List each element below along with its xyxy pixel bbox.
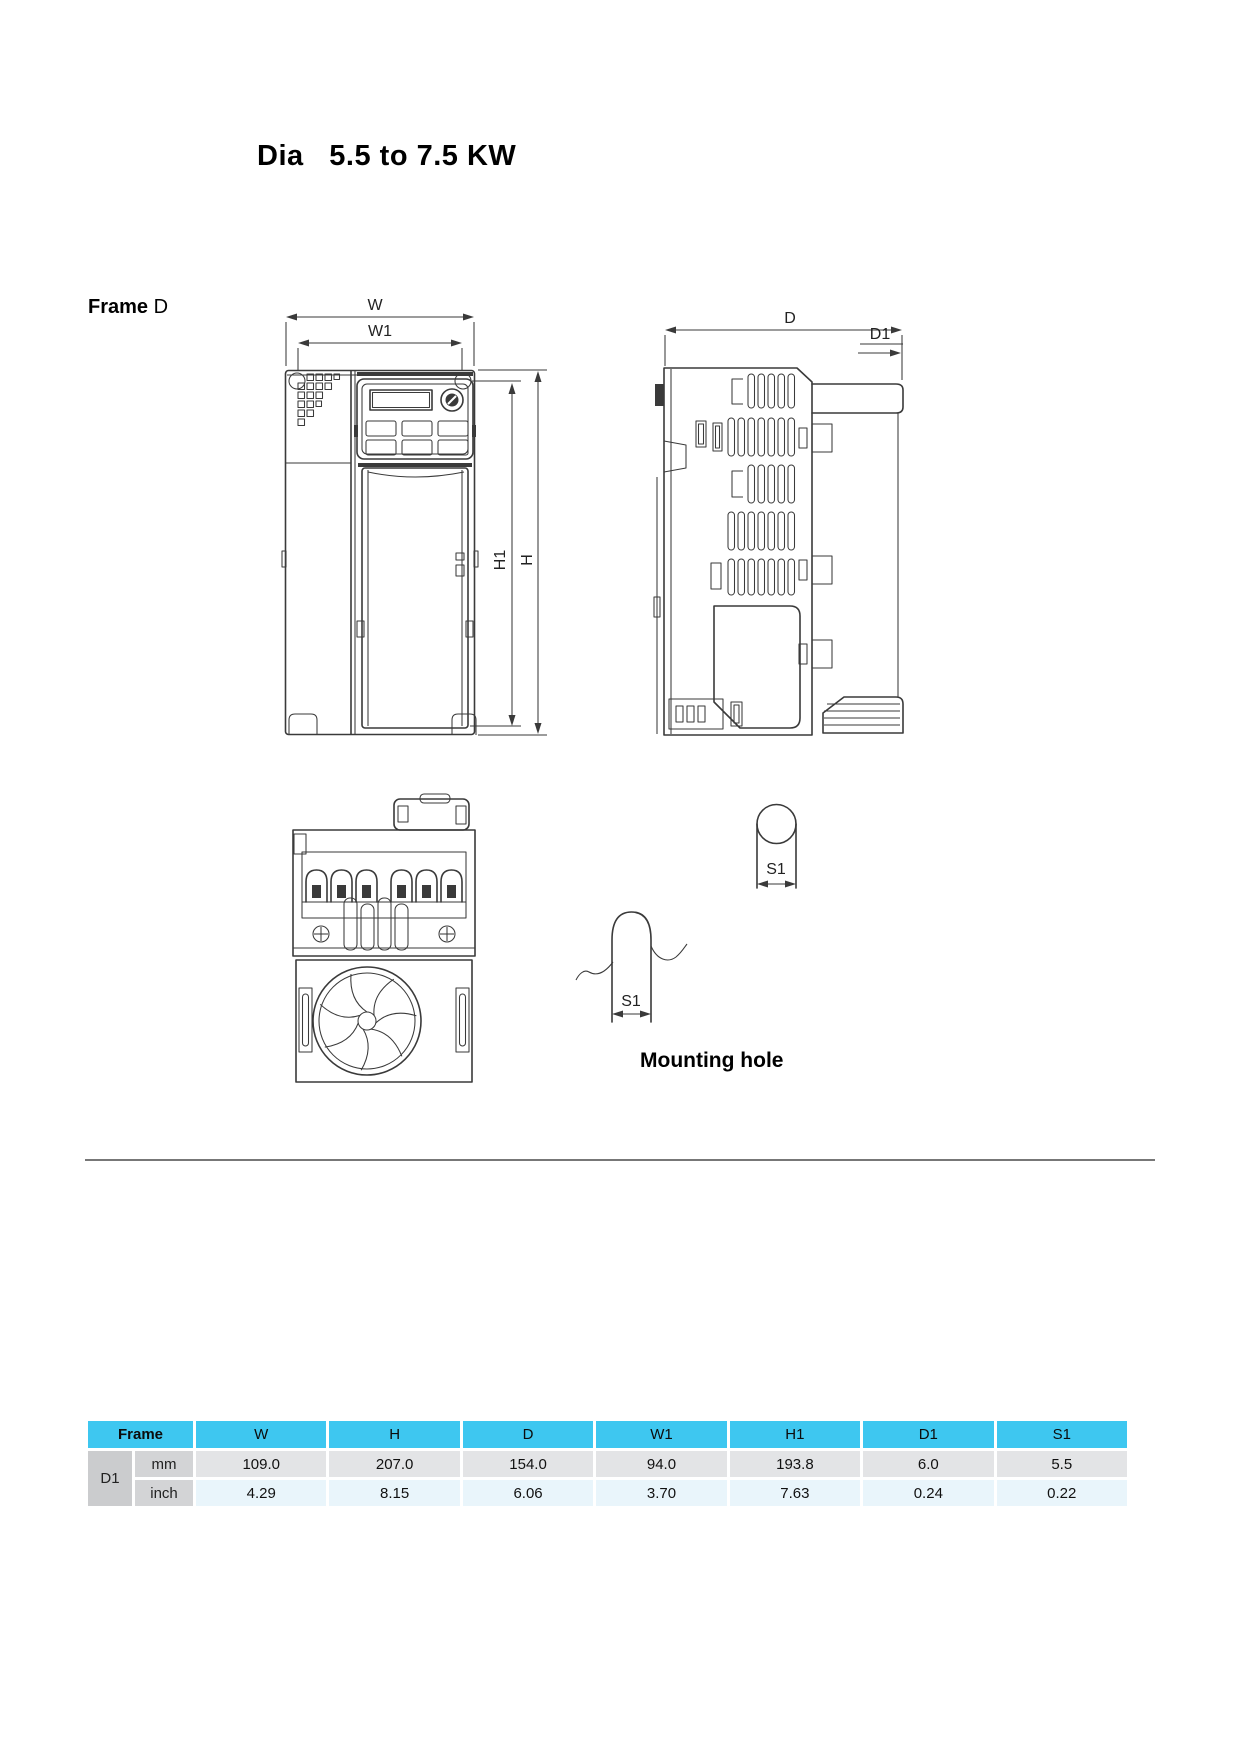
table-header-w: W <box>196 1421 327 1448</box>
dim-label-w1: W1 <box>368 323 392 340</box>
dim-label-w: W <box>367 297 383 314</box>
dim-label-s1-slot: S1 <box>621 993 641 1010</box>
keypad-display <box>369 389 433 411</box>
dim-label-h1: H1 <box>492 550 509 571</box>
ground-screws <box>312 925 456 943</box>
dimensions-table: Frame W H D W1 H1 D1 S1 D1 mm 109.0 207.… <box>85 1418 1130 1509</box>
table-header-h: H <box>329 1421 460 1448</box>
value-mm-d: 154.0 <box>462 1451 594 1477</box>
value-mm-w1: 94.0 <box>596 1451 727 1477</box>
technical-drawings: W W1 <box>85 297 1155 1161</box>
keypad-buttons <box>365 420 469 456</box>
foot-left <box>288 713 318 735</box>
value-mm-d1: 6.0 <box>863 1451 994 1477</box>
value-inch-w1: 3.70 <box>596 1480 727 1506</box>
mounting-hole-top-left <box>288 372 306 390</box>
value-inch-d: 6.06 <box>462 1480 594 1506</box>
table-header-w1: W1 <box>596 1421 727 1448</box>
table-header-s1: S1 <box>996 1421 1127 1448</box>
value-inch-h: 8.15 <box>329 1480 460 1506</box>
value-inch-w: 4.29 <box>196 1480 327 1506</box>
side-bottom-details <box>668 698 743 730</box>
value-inch-s1: 0.22 <box>996 1480 1127 1506</box>
foot-right <box>451 713 477 735</box>
value-mm-h: 207.0 <box>329 1451 460 1477</box>
keypad-panel <box>354 372 476 478</box>
s1-hole-detail: S1 <box>756 803 797 889</box>
fan-section <box>295 959 473 1083</box>
value-mm-w: 109.0 <box>196 1451 327 1477</box>
terminal-block <box>305 869 463 903</box>
bottom-view <box>292 793 476 1083</box>
dim-label-h: H <box>519 554 536 566</box>
vent-dot-grid <box>297 373 341 427</box>
page-title: Dia 5.5 to 7.5 KW <box>257 140 517 172</box>
front-cover <box>356 467 474 729</box>
table-header-row: Frame W H D W1 H1 D1 S1 <box>88 1421 1127 1448</box>
dim-label-s1-top: S1 <box>766 861 786 878</box>
wire-clamps <box>343 897 409 951</box>
unit-cell-mm: mm <box>135 1451 193 1477</box>
table-header-d: D <box>462 1421 594 1448</box>
value-inch-h1: 7.63 <box>729 1480 861 1506</box>
mounting-slot-detail: S1 <box>575 911 688 1023</box>
side-cover <box>713 605 801 729</box>
table-row-mm: D1 mm 109.0 207.0 154.0 94.0 193.8 6.0 5… <box>88 1451 1127 1506</box>
value-mm-s1: 5.5 <box>996 1451 1127 1477</box>
value-inch-d1: 0.24 <box>863 1480 994 1506</box>
unit-cell-inch: inch <box>135 1480 193 1506</box>
value-mm-h1: 193.8 <box>729 1451 861 1477</box>
side-vent-slots <box>710 373 796 596</box>
keypad-knob <box>440 388 464 412</box>
frame-label-value: D <box>153 296 169 318</box>
heatsink-fins <box>822 696 904 734</box>
table-header-frame: Frame <box>88 1421 193 1448</box>
fan-blades <box>319 973 417 1071</box>
side-view: D D1 <box>653 310 904 736</box>
table-row-label: D1 <box>88 1451 132 1506</box>
fan-grille <box>312 966 422 1076</box>
dim-label-d1: D1 <box>870 326 891 343</box>
front-view: W W1 <box>281 297 547 736</box>
table-header-d1: D1 <box>863 1421 994 1448</box>
dim-label-d: D <box>784 310 796 327</box>
mounting-hole-label: Mounting hole <box>640 1049 783 1072</box>
frame-label: Frame D <box>88 296 168 319</box>
frame-label-word: Frame <box>88 296 149 318</box>
side-clips <box>798 423 833 669</box>
table-header-h1: H1 <box>729 1421 861 1448</box>
table-row-inch: inch 4.29 8.15 6.06 3.70 7.63 0.24 0.22 <box>88 1480 1127 1506</box>
